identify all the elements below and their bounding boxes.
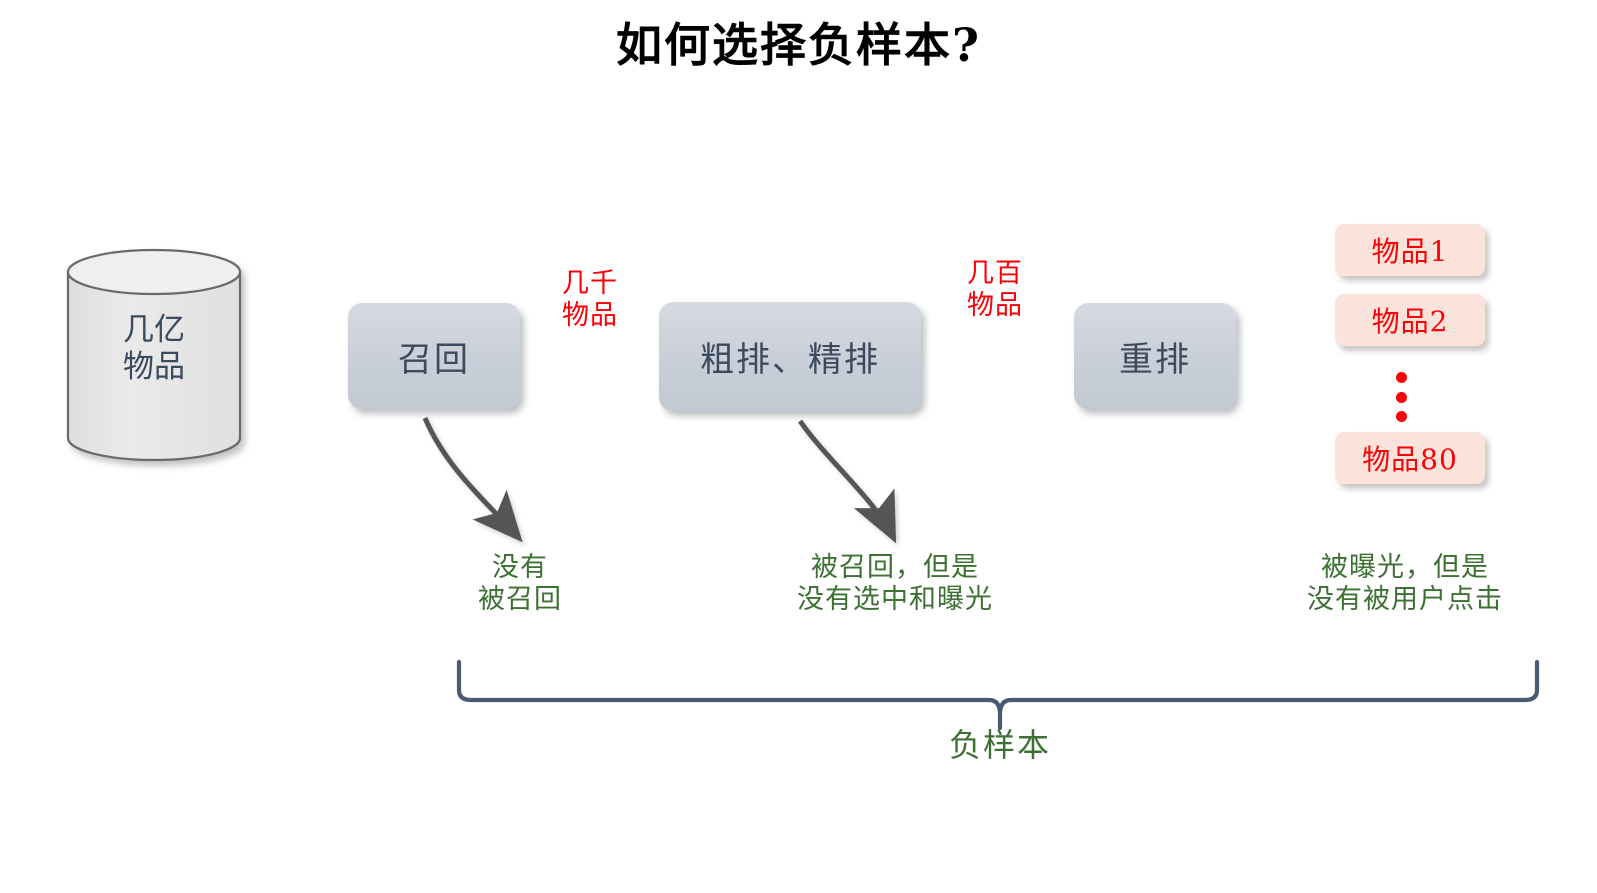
- result-item-label: 物品1: [1371, 235, 1449, 268]
- note-shown-not-clicked: 被曝光，但是没有被用户点击: [1255, 552, 1555, 616]
- flow-label-thousands-line2: 物品: [562, 299, 618, 331]
- stage-label-recall: 召回: [398, 339, 470, 380]
- result-item-box[interactable]: 物品80: [1335, 432, 1485, 484]
- source-label-line2: 物品: [123, 348, 185, 385]
- branch-arrow-not-recalled: [422, 417, 523, 543]
- ellipsis-dot: [1395, 411, 1407, 422]
- negative-sample-brace: [456, 659, 1540, 731]
- note-recalled-not-shown-line2: 没有选中和曝光: [797, 583, 993, 615]
- flow-label-thousands: 几千物品: [520, 268, 660, 332]
- branch-arrow-recalled-not-shown: [797, 419, 897, 544]
- page-title: 如何选择负样本?: [616, 18, 981, 72]
- flow-label-hundreds-line2: 物品: [967, 289, 1023, 321]
- note-not-recalled-line2: 被召回: [478, 583, 562, 615]
- note-shown-not-clicked-line2: 没有被用户点击: [1307, 583, 1503, 615]
- branch-arrows: [422, 417, 897, 544]
- source-label-line1: 几亿: [123, 312, 185, 348]
- flow-label-hundreds-line1: 几百: [967, 258, 1023, 289]
- brace-label-negative-samples: 负样本: [948, 726, 1051, 764]
- stage-box-ranking[interactable]: 粗排、精排: [659, 302, 921, 411]
- note-not-recalled-line1: 没有: [492, 552, 548, 583]
- note-recalled-not-shown: 被召回，但是没有选中和曝光: [745, 552, 1045, 616]
- flow-label-thousands-line1: 几千: [562, 268, 618, 299]
- ellipsis-dot: [1395, 391, 1407, 403]
- note-not-recalled: 没有被召回: [420, 552, 620, 616]
- result-item-box[interactable]: 物品1: [1335, 224, 1485, 276]
- stage-label-ranking: 粗排、精排: [700, 340, 880, 380]
- stage-box-rerank[interactable]: 重排: [1074, 303, 1236, 409]
- result-item-label: 物品80: [1362, 443, 1458, 476]
- result-item-box[interactable]: 物品2: [1335, 294, 1485, 346]
- stage-label-rerank: 重排: [1119, 339, 1191, 380]
- source-cylinder: [66, 248, 242, 462]
- source-cylinder-label: 几亿物品: [68, 312, 240, 385]
- vertical-ellipsis-icon: [1392, 372, 1410, 422]
- note-recalled-not-shown-line1: 被召回，但是: [811, 552, 979, 583]
- note-shown-not-clicked-line1: 被曝光，但是: [1321, 552, 1489, 583]
- ellipsis-dot: [1395, 372, 1407, 383]
- stage-box-recall[interactable]: 召回: [348, 303, 520, 409]
- flow-label-hundreds: 几百物品: [925, 258, 1065, 322]
- result-item-label: 物品2: [1371, 305, 1449, 338]
